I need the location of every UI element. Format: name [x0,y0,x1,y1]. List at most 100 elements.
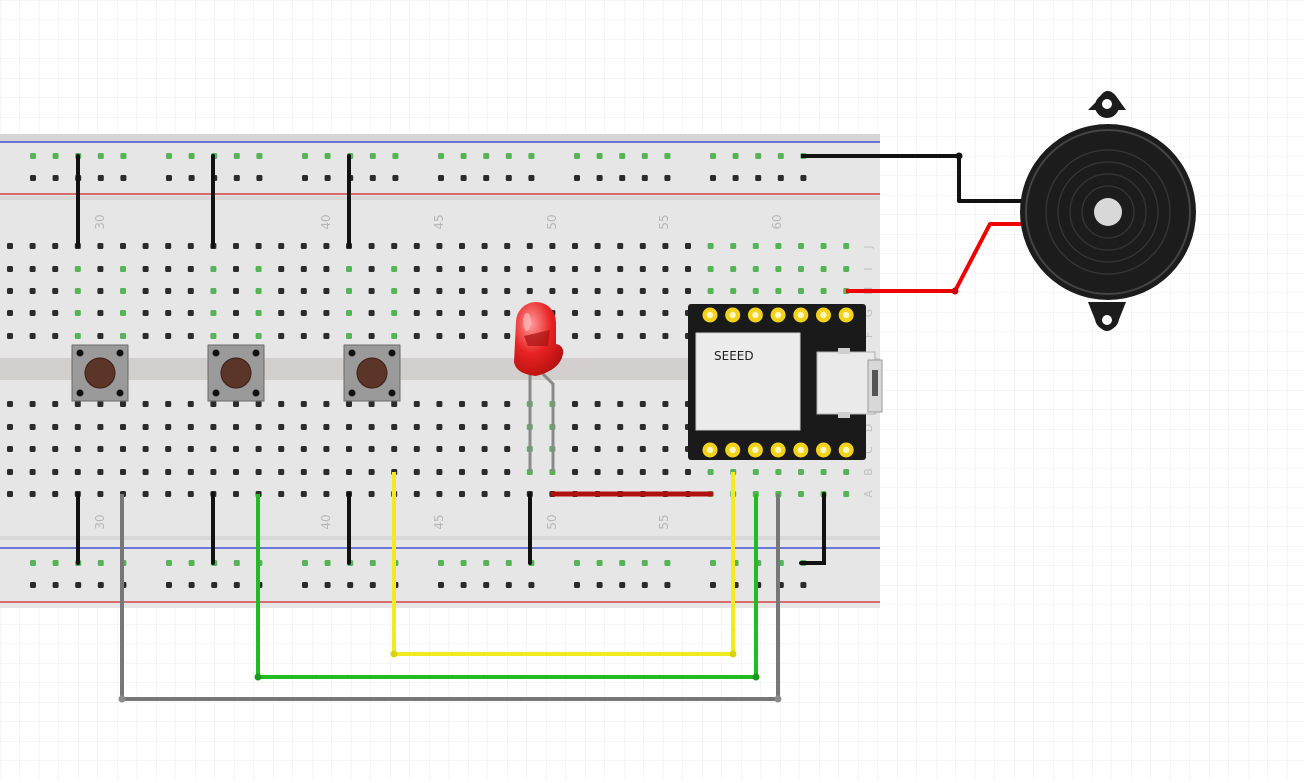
breadboard-hole [459,446,465,452]
wire-green[interactable] [256,494,758,679]
col-num-top: 30 [93,214,107,229]
microcontroller[interactable]: SEEED [688,304,883,460]
button-pin [252,349,260,357]
rail-hole [166,582,172,588]
breadboard-hole [210,310,217,316]
breadboard-hole [594,333,601,339]
rail-hole [438,560,444,566]
breadboard-hole [572,401,578,407]
wire-black-buzzer[interactable] [801,154,1030,203]
breadboard-hole [459,491,465,497]
rail-hole [710,560,716,566]
rail-hole [777,175,784,181]
breadboard-hole [323,401,330,407]
rail-hole [302,560,308,566]
breadboard-hole [142,288,149,294]
rail-hole [166,560,172,566]
breadboard-hole [255,266,262,272]
jumper-wire[interactable] [799,492,826,565]
rail-hole [641,560,648,566]
breadboard-hole [549,288,556,294]
breadboard-hole [752,266,759,272]
push-buttons[interactable] [71,344,401,402]
breadboard-hole [120,310,126,316]
breadboard-hole [368,243,375,249]
breadboard-hole [255,243,262,249]
breadboard-hole [278,310,285,316]
breadboard-hole [481,491,488,497]
breadboard-hole [233,333,239,339]
breadboard-hole [7,288,13,294]
breadboard-hole [323,288,330,294]
rail-hole [166,153,172,159]
breadboard-hole [820,243,827,249]
breadboard-hole [278,446,285,452]
breadboard-hole [346,288,352,294]
breadboard-hole [368,491,375,497]
button-1[interactable] [71,344,129,402]
breadboard-hole [617,446,624,452]
mcu-pin-hole [843,311,850,319]
rail-hole [641,582,648,588]
breadboard-hole [639,401,646,407]
breadboard-hole [436,288,443,294]
breadboard-hole [639,310,646,316]
wire-yellow[interactable] [392,472,735,656]
button-pin [116,389,124,397]
wire-endpoints [118,152,963,703]
breadboard-hole [798,243,804,249]
breadboard-hole [233,288,239,294]
buzzer-rim [1025,129,1191,295]
breadboard-hole [278,401,285,407]
rail-hole [30,175,36,181]
breadboard-hole [74,288,81,294]
rail-hole [664,582,671,588]
breadboard-hole [97,424,104,430]
breadboard-hole [210,266,217,272]
breadboard-hole [368,333,375,339]
breadboard-hole [346,310,352,316]
button-3[interactable] [343,344,401,402]
breadboard-hole [662,310,669,316]
rail-hole [120,153,127,159]
breadboard-hole [662,401,669,407]
breadboard-hole [255,288,262,294]
wire-red-buzzer[interactable] [846,222,1030,293]
rail-hole [369,582,376,588]
breadboard-hole [368,469,375,475]
breadboard-hole [233,424,239,430]
breadboard-hole [413,310,420,316]
breadboard-hole [391,266,398,272]
breadboard-hole [142,333,149,339]
rail-hole [369,175,376,181]
breadboard-hole [436,446,443,452]
mcu-pin-hole [729,446,736,454]
jumpers-black[interactable] [76,154,826,565]
led[interactable] [514,302,564,472]
breadboard-hole [594,446,601,452]
wire-gray[interactable] [120,494,780,701]
button-2[interactable] [207,344,265,402]
breadboard-hole [233,446,239,452]
breadboard-hole [210,424,217,430]
rail-hole [574,153,580,159]
breadboard-hole [820,469,827,475]
rail-hole [800,582,807,588]
buzzer-ring [1045,149,1171,275]
breadboard-hole [459,333,465,339]
rail-hole [233,560,240,566]
breadboard-hole [752,288,759,294]
rail-hole [641,153,648,159]
breadboard-hole [165,469,172,475]
breadboard-hole [346,424,352,430]
breadboard-hole [481,469,488,475]
column-numbers: 30 40 45 50 55 60 30 40 45 50 55 [93,214,784,529]
breadboard-hole [775,266,782,272]
breadboard-hole [278,288,285,294]
breadboard-hole [639,243,646,249]
breadboard-hole [617,243,624,249]
buzzer[interactable] [1020,90,1196,331]
breadboard-hole [323,243,330,249]
